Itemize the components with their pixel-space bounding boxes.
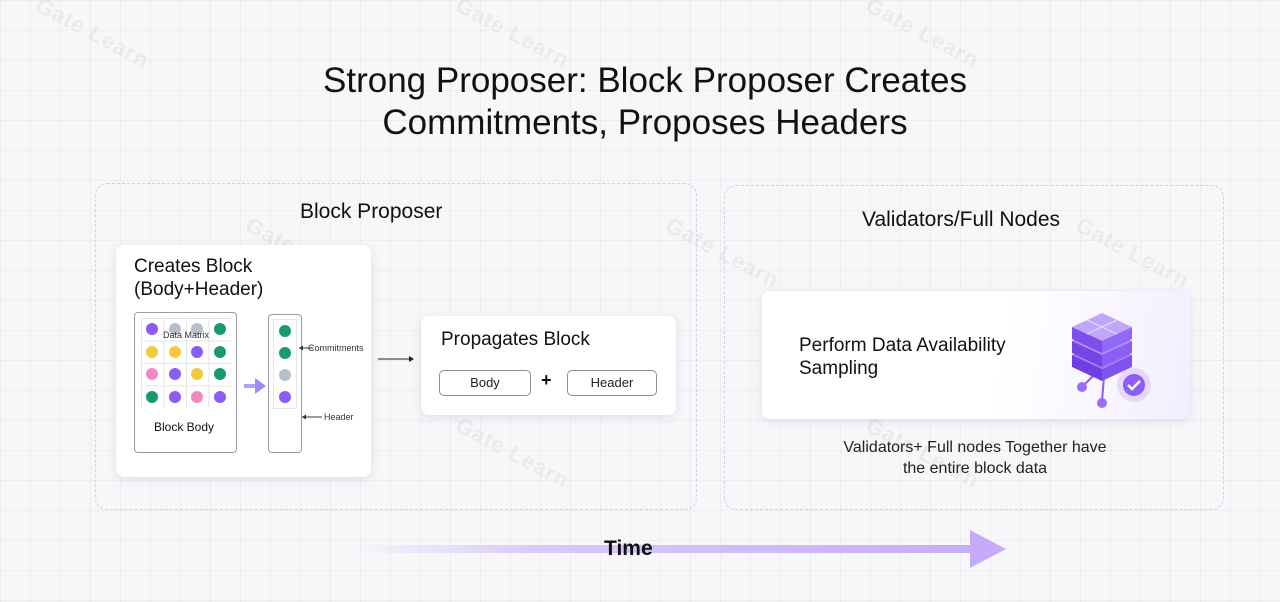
commitments-label: Commitments: [308, 343, 364, 353]
time-arrow-shaft: [350, 545, 978, 553]
block-body-label: Block Body: [154, 420, 215, 434]
header-pointer-icon: [302, 414, 322, 420]
commitment-column: [273, 319, 297, 409]
sampling-card-line-2: Sampling: [799, 358, 879, 379]
time-arrow-head-icon: [970, 530, 1006, 568]
matrix-dot: [146, 390, 158, 403]
header-pill: Header: [567, 370, 657, 396]
propagates-block-title: Propagates Block: [441, 329, 590, 350]
commitment-dot: [279, 325, 291, 337]
matrix-dot: [168, 345, 181, 358]
cube-stack-check-icon: [1072, 313, 1151, 408]
diagram-title: Strong Proposer: Block Proposer Creates …: [0, 60, 1280, 144]
validators-title: Validators/Full Nodes: [862, 208, 1061, 231]
commitments-pointer-icon: [299, 345, 313, 351]
validators-note-line-2: the entire block data: [902, 460, 1048, 477]
propagates-block-card: Propagates Block Body + Header: [421, 316, 676, 415]
body-pill: Body: [439, 370, 531, 396]
title-line-1: Strong Proposer: Block Proposer Creates: [323, 61, 967, 100]
matrix-dot: [213, 368, 226, 380]
matrix-dot: [146, 368, 158, 380]
commitment-dot: [279, 369, 291, 381]
time-label: Time: [604, 537, 653, 560]
matrix-dot: [191, 323, 203, 335]
matrix-dot: [146, 323, 158, 335]
data-matrix: [141, 318, 231, 408]
plus-sign: +: [541, 370, 552, 390]
matrix-dot: [168, 323, 181, 335]
data-matrix-label: Data Matrix: [163, 330, 210, 340]
creates-block-card: Creates Block (Body+Header) Data Matrix …: [116, 245, 371, 477]
validators-note-line-1: Validators+ Full nodes Together have: [843, 439, 1107, 456]
validators-panel: [724, 185, 1224, 510]
title-line-2: Commitments, Proposes Headers: [382, 103, 908, 142]
block-body-box: Data Matrix Block Body: [134, 312, 237, 453]
matrix-dot: [191, 345, 203, 358]
header-column-box: [268, 314, 302, 453]
matrix-dot: [191, 368, 203, 380]
propagate-arrow-icon: [378, 356, 414, 362]
block-proposer-title: Block Proposer: [300, 200, 443, 223]
sampling-card-line-1: Perform Data Availability: [799, 335, 1006, 356]
creates-block-title: Creates Block (Body+Header): [134, 255, 263, 301]
block-proposer-panel: [95, 183, 697, 510]
matrix-dot: [191, 390, 203, 403]
validators-note: Validators+ Full nodes Together have the…: [790, 437, 1160, 479]
header-label: Header: [324, 412, 354, 422]
matrix-dot: [168, 368, 181, 380]
matrix-dot: [213, 345, 226, 358]
matrix-dot: [213, 323, 226, 335]
sampling-card: Perform Data Availability Sampling: [762, 291, 1190, 419]
matrix-dot: [146, 345, 158, 358]
sampling-card-title: Perform Data Availability Sampling: [799, 334, 1006, 380]
matrix-dot: [168, 390, 181, 403]
creates-block-title-line-1: Creates Block: [134, 256, 253, 277]
commitment-dot: [279, 347, 291, 359]
matrix-dot: [213, 390, 226, 403]
creates-block-title-line-2: (Body+Header): [134, 279, 264, 300]
commitment-dot: [279, 391, 291, 403]
matrix-to-column-arrow-icon: [244, 378, 266, 394]
